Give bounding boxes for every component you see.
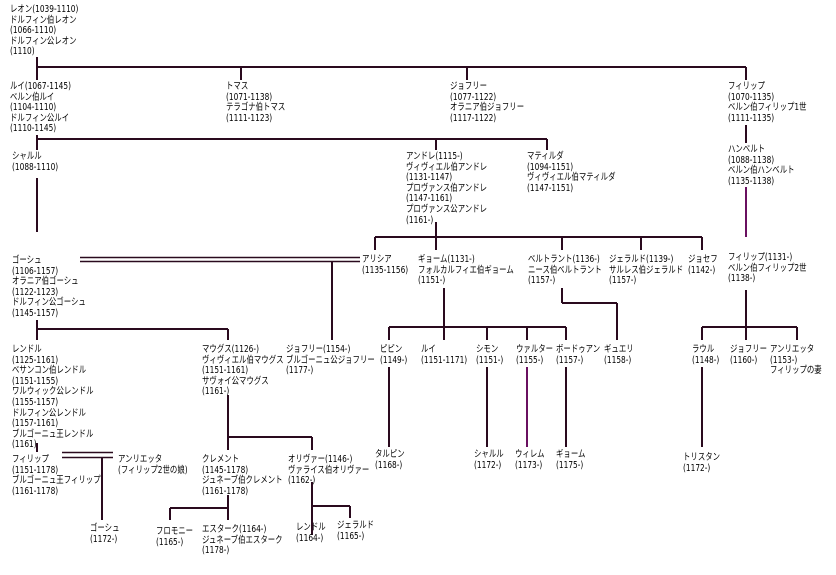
person-louis-2: ルイ (1151-1171) xyxy=(421,344,468,366)
line-guillaume-children xyxy=(388,288,567,340)
person-simon: シモン (1151-) xyxy=(476,344,504,366)
person-bertrand: ベルトラント(1136-) ニース伯ベルトラント (1157-) xyxy=(528,254,602,287)
person-olivier: オリヴァー(1146-) ヴァライス伯オリヴァー (1162-) xyxy=(288,454,370,487)
line-andre-children xyxy=(374,222,703,250)
line-clement-children xyxy=(169,495,229,520)
person-philippe-2: フィリップ(1131-) ベルン伯フィリップ2世 (1138-) xyxy=(728,252,807,285)
person-charles-1: シャルル (1088-1110) xyxy=(12,151,59,173)
line-philippe2-children xyxy=(701,290,798,340)
line-louis-children xyxy=(36,135,548,150)
person-gaucher-1: ゴーシュ (1106-1157) オラニア伯ゴーシュ (1122-1123) ド… xyxy=(12,255,86,319)
person-henriette-1: アンリエッタ (1153-) フィリップの妻 xyxy=(770,344,822,377)
person-geoffroy-3: ジョフリー (1160-) xyxy=(730,344,768,366)
person-andre: アンドレ(1115-) ヴィヴィエル伯アンドレ (1131-1147) プロヴァ… xyxy=(406,151,488,226)
person-guillaume-1: ギョーム(1131-) フォルカルフィエ伯ギョーム (1151-) xyxy=(418,254,514,287)
person-hanbert: ハンベルト (1088-1138) ベルン伯ハンベルト (1135-1138) xyxy=(728,144,795,187)
person-philippe-1: フィリップ (1070-1135) ベルン伯フィリップ1世 (1111-1135… xyxy=(728,81,807,124)
person-joseph: ジョセフ (1142-) xyxy=(688,254,718,276)
person-rendle-2: レンドル (1164-) xyxy=(296,522,326,544)
person-guillaume-2: ギョーム (1175-) xyxy=(556,449,586,471)
person-gerald-1: ジェラルド(1139-) サルレス伯ジェラルド (1157-) xyxy=(609,254,684,287)
person-wilhelm: ウィレム (1173-) xyxy=(515,449,545,471)
person-walter: ウァルター (1155-) xyxy=(516,344,554,366)
person-guerry: ギュエリ (1158-) xyxy=(604,344,634,366)
line-olivier-children xyxy=(311,482,351,535)
line-bertrand-guerry xyxy=(561,288,618,340)
person-tristan: トリスタン (1172-) xyxy=(683,452,721,474)
line-marriage-philippe-henriette xyxy=(62,451,113,459)
person-baudouin: ボードゥアン (1157-) xyxy=(556,344,601,366)
person-charles-2: シャルル (1172-) xyxy=(474,449,504,471)
line-marriage-gaucher-alicia xyxy=(80,256,360,263)
person-mathilde: マティルダ (1094-1151) ヴィヴィエル伯マティルダ (1147-115… xyxy=(527,151,616,194)
line-gaucher-children xyxy=(36,320,229,340)
person-talpin: タルピン (1168-) xyxy=(375,449,405,471)
person-clement: クレメント (1145-1178) ジュネーブ伯クレメント (1161-1178… xyxy=(202,454,283,497)
person-estark: エスターク(1164-) ジュネーブ伯エスターク (1178-) xyxy=(202,524,283,557)
line-maugus-children xyxy=(227,395,313,450)
person-geoffroy-1: ジョフリー (1077-1122) オラニア伯ジョフリー (1117-1122) xyxy=(450,81,525,124)
person-alicia: アリシア (1135-1156) xyxy=(362,254,409,276)
person-pepin: ピピン (1149-) xyxy=(380,344,408,366)
person-maugus: マウグス(1126-) ヴィヴィエル伯マウグス (1151-1161) サヴォイ… xyxy=(202,344,284,398)
person-geoffroy-2: ジョフリー(1154-) ブルゴーニュ公ジョフリー (1177-) xyxy=(286,344,375,377)
person-gerald-2: ジェラルド (1165-) xyxy=(337,520,375,542)
person-philippe-3: フィリップ (1151-1178) ブルゴーニュ王フィリップ (1161-117… xyxy=(12,454,101,497)
line-leon-children xyxy=(36,57,747,80)
person-flomonie: フロモニー (1165-) xyxy=(156,526,194,548)
person-leon: レオン(1039-1110) ドルフィン伯レオン (1066-1110) ドルフ… xyxy=(10,4,79,58)
person-thomas: トマス (1071-1138) テラゴナ伯トマス (1111-1123) xyxy=(226,81,286,124)
person-henriette-2: アンリエッタ (フィリップ2世の娘) xyxy=(118,454,188,476)
person-rendle-1: レンドル (1125-1161) ベサンコン伯レンドル (1151-1155) … xyxy=(12,344,94,451)
person-louis: ルイ(1067-1145) ベルン伯ルイ (1104-1110) ドルフィン公ル… xyxy=(10,81,71,135)
person-raoul: ラウル (1148-) xyxy=(692,344,720,366)
person-gaucher-2: ゴーシュ (1172-) xyxy=(90,523,120,545)
